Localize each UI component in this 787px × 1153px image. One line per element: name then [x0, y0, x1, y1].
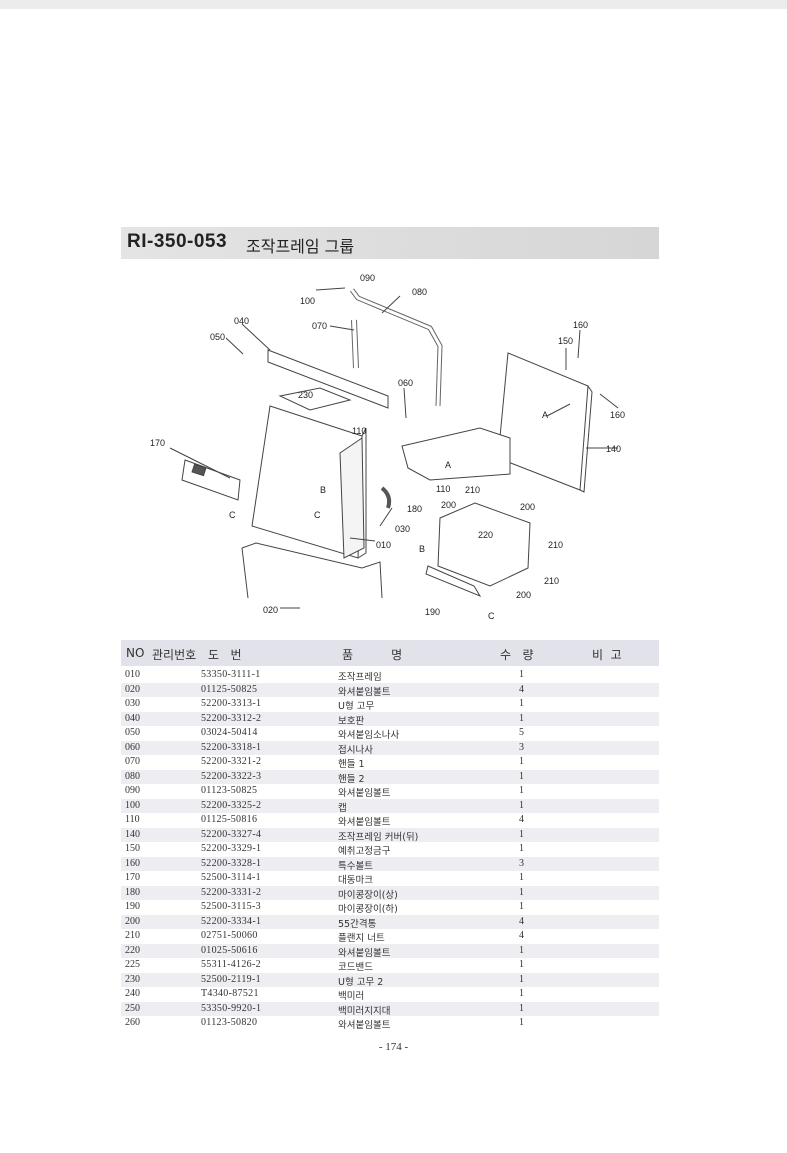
svg-text:020: 020: [263, 605, 278, 615]
svg-text:B: B: [419, 544, 425, 554]
col-drawing: 도 번: [208, 648, 242, 662]
svg-text:C: C: [488, 611, 495, 621]
svg-text:230: 230: [298, 390, 313, 400]
col-name: 품 명: [342, 648, 403, 662]
svg-text:B: B: [320, 485, 326, 495]
col-remark: 비 고: [592, 648, 622, 662]
svg-text:010: 010: [376, 540, 391, 550]
svg-text:070: 070: [312, 321, 327, 331]
svg-text:040: 040: [234, 316, 249, 326]
svg-text:100: 100: [300, 296, 315, 306]
svg-text:090: 090: [360, 273, 375, 283]
svg-text:060: 060: [398, 378, 413, 388]
svg-text:C: C: [314, 510, 321, 520]
exploded-parts-diagram: 090 100 080 070 040 050 060 230 110 170 …: [150, 273, 625, 621]
svg-text:A: A: [542, 410, 548, 420]
svg-text:160: 160: [573, 320, 588, 330]
svg-text:050: 050: [210, 332, 225, 342]
svg-text:080: 080: [412, 287, 427, 297]
svg-text:210: 210: [465, 485, 480, 495]
svg-text:200: 200: [441, 500, 456, 510]
col-mgmt: 관리번호: [152, 648, 197, 662]
svg-text:190: 190: [425, 607, 440, 617]
svg-text:030: 030: [395, 524, 410, 534]
table-header: [121, 640, 659, 666]
svg-text:140: 140: [606, 444, 621, 454]
svg-text:210: 210: [544, 576, 559, 586]
svg-text:C: C: [229, 510, 236, 520]
title-bar: [121, 227, 659, 259]
svg-text:180: 180: [407, 504, 422, 514]
svg-text:210: 210: [548, 540, 563, 550]
group-name: 조작프레임 그룹: [246, 237, 355, 256]
svg-text:200: 200: [520, 502, 535, 512]
svg-text:150: 150: [558, 336, 573, 346]
col-qty: 수 량: [500, 648, 534, 662]
svg-text:170: 170: [150, 438, 165, 448]
group-code: RI-350-053: [127, 231, 228, 252]
svg-text:200: 200: [516, 590, 531, 600]
scan-border: [0, 0, 787, 9]
svg-text:220: 220: [478, 530, 493, 540]
svg-text:110: 110: [352, 426, 366, 436]
page-number: - 174 -: [378, 1041, 409, 1053]
col-no: NO: [126, 646, 145, 660]
svg-text:110: 110: [436, 484, 450, 494]
svg-text:160: 160: [610, 410, 625, 420]
svg-text:A: A: [445, 460, 451, 470]
